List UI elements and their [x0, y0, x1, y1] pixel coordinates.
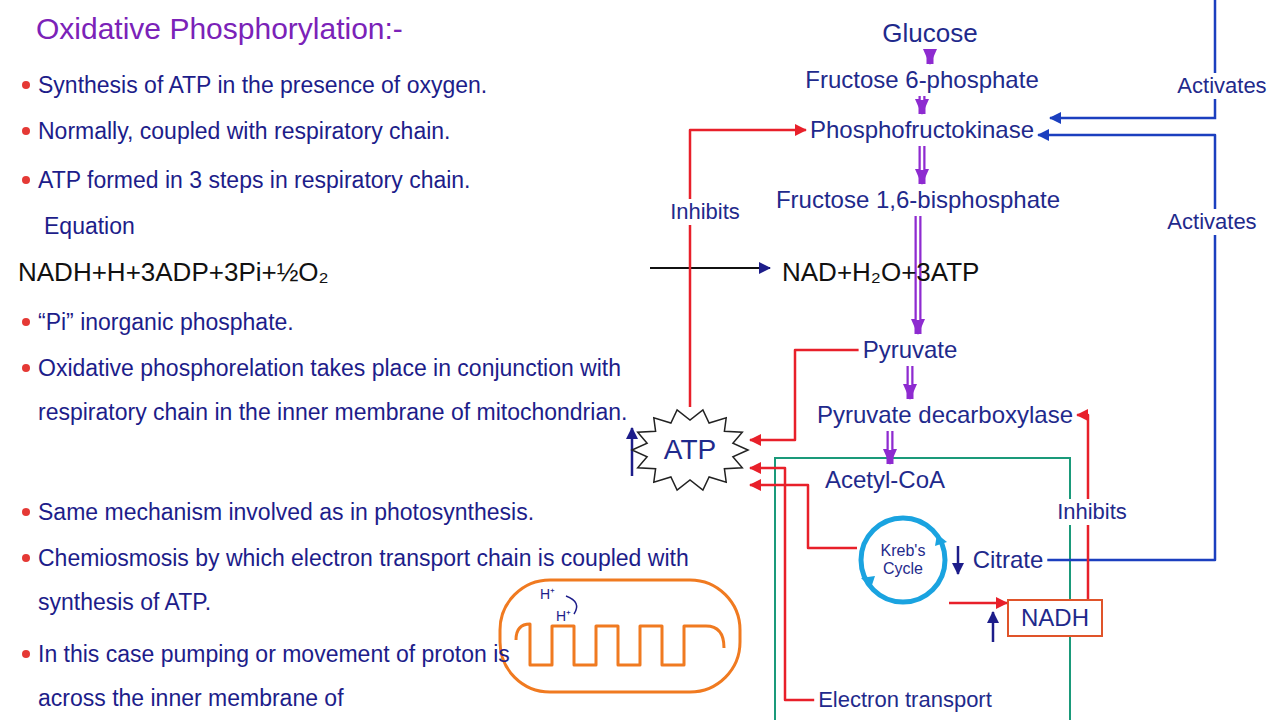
note-text: Chemiosmosis by which electron transport… — [38, 545, 689, 615]
note-block: Equation — [44, 204, 344, 248]
bullet — [22, 318, 30, 326]
connector-line — [927, 51, 934, 65]
double-line-core — [909, 366, 912, 399]
flow-step: Phosphofructokinase — [806, 114, 1038, 146]
note-block: Same mechanism involved as in photosynth… — [38, 490, 698, 534]
connector-line — [750, 485, 857, 548]
note-text: Equation — [44, 213, 135, 239]
connector-line — [887, 431, 894, 464]
cycle-circle: Kreb's Cycle — [857, 514, 949, 606]
flow-step: Fructose 1,6-bisphosphate — [772, 184, 1064, 216]
bullet — [22, 364, 30, 372]
node-text: Kreb's Cycle — [870, 542, 936, 578]
flow-step: Citrate — [969, 544, 1048, 576]
activation-line — [1050, 0, 1215, 118]
title: Oxidative Phosphorylation:- — [36, 12, 403, 46]
increase-arrow — [992, 612, 995, 642]
note-block: Chemiosmosis by which electron transport… — [38, 536, 718, 624]
edge-label: Activates — [1164, 209, 1259, 235]
node-text: Citrate — [973, 546, 1044, 573]
connector — [949, 603, 1007, 604]
bullet — [22, 508, 30, 516]
label: H⁺ — [540, 584, 555, 603]
connector-line — [907, 366, 914, 399]
equation-left: NADH+H+3ADP+3Pi+½O₂ — [18, 250, 329, 294]
node-text: Acetyl-CoA — [825, 466, 945, 493]
cycle-arrowhead — [935, 534, 947, 546]
flow-step: Glucose — [878, 16, 981, 51]
bullet — [22, 650, 30, 658]
node-text: Electron transport — [818, 687, 992, 712]
double-line-core — [921, 96, 924, 114]
node-text: ATP — [664, 434, 716, 466]
connector-line — [919, 96, 926, 114]
connector-line — [919, 146, 926, 184]
double-line-core — [889, 431, 892, 464]
equation-right: NAD+H₂O+3ATP — [782, 250, 979, 294]
note-block: Synthesis of ATP in the presence of oxyg… — [38, 63, 638, 107]
equation-arrow — [650, 267, 770, 269]
matrix-box — [775, 458, 1070, 720]
bullet — [22, 127, 30, 135]
mitochondrion-outline — [500, 580, 740, 692]
note-block: In this case pumping or movement of prot… — [38, 632, 748, 720]
spacer — [513, 632, 748, 676]
connector — [890, 431, 891, 464]
connector-line — [949, 602, 1007, 605]
connector — [930, 51, 931, 65]
connector — [910, 366, 911, 399]
edge-label: Inhibits — [667, 199, 743, 225]
node-text: Fructose 6-phosphate — [805, 66, 1038, 93]
cycle-arrowhead — [861, 576, 875, 588]
connector — [922, 146, 923, 184]
node-text: Fructose 1,6-bisphosphate — [776, 186, 1060, 213]
connector — [750, 468, 814, 700]
node-text: Pyruvate decarboxylase — [817, 401, 1073, 428]
atp-burst: ATP — [630, 407, 750, 493]
note-text: ATP formed in 3 steps in respiratory cha… — [38, 167, 471, 193]
flow-step: Pyruvate — [859, 334, 962, 366]
flow-step: Fructose 6-phosphate — [801, 64, 1042, 96]
node-text: Pyruvate — [863, 336, 958, 363]
double-line-core — [929, 51, 932, 65]
flow-step: Electron transport — [814, 685, 996, 715]
increase-arrow — [631, 428, 634, 476]
note-text: In this case pumping or movement of prot… — [38, 641, 510, 711]
note-block: ATP formed in 3 steps in respiratory cha… — [38, 158, 638, 202]
note-text: Oxidative phosphorelation takes place in… — [38, 355, 627, 425]
note-block: Normally, coupled with respiratory chain… — [38, 109, 638, 153]
node-text: Glucose — [882, 18, 977, 48]
node-text: Phosphofructokinase — [810, 116, 1034, 143]
cycle-ring — [861, 518, 945, 602]
node-text: NADH — [1021, 604, 1089, 631]
double-line-core — [921, 146, 924, 184]
connector-line — [750, 468, 814, 700]
flow-step: Pyruvate decarboxylase — [813, 399, 1077, 431]
bullet — [22, 554, 30, 562]
note-text: “Pi” inorganic phosphate. — [38, 309, 294, 335]
flow-step: Acetyl-CoA — [821, 464, 949, 496]
connector — [1038, 135, 1215, 560]
connector-line — [1038, 135, 1215, 560]
note-block: “Pi” inorganic phosphate. — [38, 300, 638, 344]
note-text: Normally, coupled with respiratory chain… — [38, 118, 450, 144]
bullet — [22, 176, 30, 184]
mitochondrion-cristae — [516, 624, 724, 665]
connector — [922, 96, 923, 114]
label: Activates — [1174, 73, 1269, 99]
note-text: Same mechanism involved as in photosynth… — [38, 499, 534, 525]
decrease-arrow — [957, 546, 960, 574]
burst-shape — [632, 410, 748, 490]
process-box: NADH — [1007, 599, 1103, 637]
bullet — [22, 81, 30, 89]
connector — [750, 485, 857, 548]
edge-label: Inhibits — [1054, 499, 1130, 525]
note-block: Oxidative phosphorelation takes place in… — [38, 346, 668, 434]
label: H⁺ — [556, 606, 571, 625]
note-text: Synthesis of ATP in the presence of oxyg… — [38, 72, 487, 98]
